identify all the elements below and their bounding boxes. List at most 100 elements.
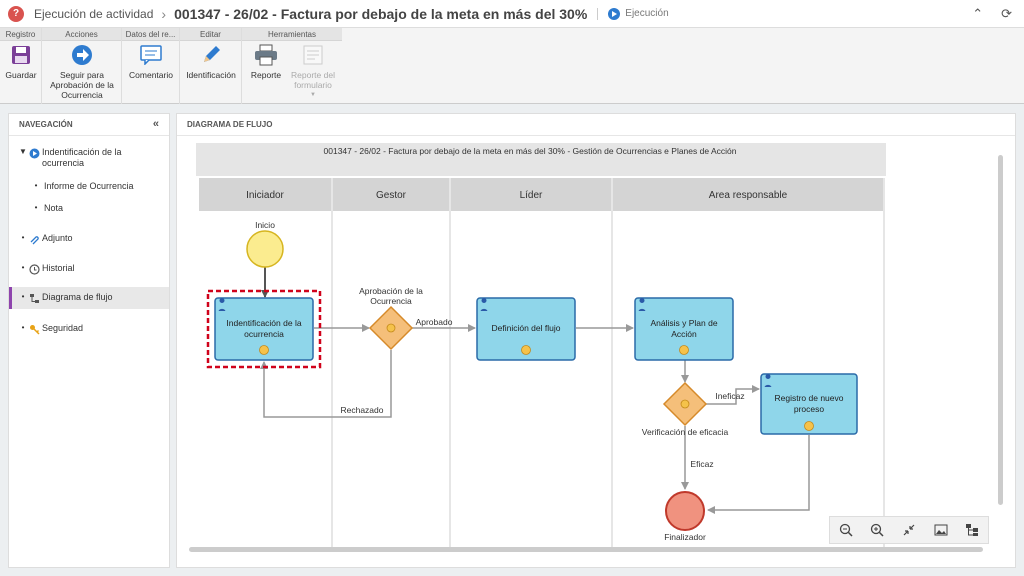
selection-outline <box>206 289 322 369</box>
flow-label-eficaz: Eficaz <box>690 459 713 469</box>
comment-button[interactable]: Comentario <box>126 44 176 80</box>
bullet: • <box>21 323 25 332</box>
zoom-out-icon[interactable] <box>837 521 855 539</box>
pool-header <box>196 143 886 176</box>
nav-label: Diagrama de flujo <box>42 292 113 302</box>
task-label-line2: proceso <box>794 404 825 414</box>
lane-label: Líder <box>520 190 543 201</box>
collapse-left-icon[interactable]: « <box>152 118 159 130</box>
task-registro[interactable]: Registro de nuevo proceso <box>760 373 858 435</box>
group-editar: Editar Identificación <box>180 28 242 104</box>
divider <box>597 7 599 20</box>
flow-label-aprobado: Aprobado <box>416 317 453 327</box>
nav-label: Seguridad <box>42 323 84 333</box>
user-icon <box>218 298 226 311</box>
lane-label: Area responsable <box>709 190 788 201</box>
save-button[interactable]: Guardar <box>3 44 39 80</box>
nav-label-line2: ocurrencia <box>42 158 85 168</box>
paperclip-icon <box>28 233 40 245</box>
nav-item-informe[interactable]: • Informe de Ocurrencia <box>31 181 191 191</box>
nav-label: Indentificación de la ocurrencia <box>42 147 152 169</box>
task-label-line1: Indentificación de la <box>226 318 301 328</box>
task-label: Definición del flujo <box>492 323 561 333</box>
history-icon <box>28 263 40 275</box>
bullet: • <box>34 203 38 212</box>
task-label-line1: Registro de nuevo <box>775 393 844 403</box>
arrow-right-circle-icon <box>70 44 94 66</box>
pencil-icon <box>199 44 223 66</box>
report-label: Reporte <box>250 70 282 80</box>
nav-item-adjunto[interactable]: • Adjunto <box>18 233 178 245</box>
fit-to-screen-icon[interactable] <box>900 521 918 539</box>
nav-item-nota[interactable]: • Nota <box>31 203 191 213</box>
hierarchy-icon[interactable] <box>963 521 981 539</box>
end-label: Finalizador <box>664 532 706 542</box>
key-icon <box>28 323 40 335</box>
start-label: Inicio <box>255 220 275 230</box>
save-label: Guardar <box>5 70 37 80</box>
main-title: DIAGRAMA DE FLUJO <box>187 120 273 129</box>
group-datos: Datos del re... Comentario <box>122 28 180 104</box>
follow-label-line2: Aprobación de la <box>50 80 114 90</box>
follow-to-approval-button[interactable]: Seguir para Aprobación de la Ocurrencia <box>46 44 118 100</box>
nav-label: Adjunto <box>42 233 73 243</box>
lane-header-lider <box>451 178 611 211</box>
identification-label: Identificación <box>186 70 236 80</box>
form-badge-icon <box>679 345 689 355</box>
form-report-label-line1: Reporte del <box>291 70 335 80</box>
nav-item-diagrama[interactable]: • Diagrama de flujo <box>9 287 169 309</box>
gateway-label-line1: Aprobación de la <box>359 286 423 296</box>
nav-label: Historial <box>42 263 75 273</box>
flow-diagram[interactable]: 001347 - 26/02 - Factura por debajo de l… <box>196 143 886 548</box>
gateway-label-line2: Ocurrencia <box>370 296 412 306</box>
diagram-toolbar <box>829 516 989 544</box>
form-badge-icon <box>259 345 269 355</box>
navigation-panel: NAVEGACIÓN « ▼ Indentificación de la ocu… <box>8 113 170 568</box>
horizontal-scrollbar[interactable] <box>189 547 983 552</box>
group-title: Registro <box>0 28 41 41</box>
save-icon <box>9 44 33 66</box>
chevron-right-icon: › <box>161 5 167 22</box>
user-icon <box>480 298 488 311</box>
user-icon <box>764 374 772 387</box>
nav-item-identificacion[interactable]: ▼ Indentificación de la ocurrencia <box>18 147 178 169</box>
task-label-line2: Acción <box>671 329 697 339</box>
task-identificacion[interactable]: Indentificación de la ocurrencia <box>214 297 314 361</box>
nav-label: Informe de Ocurrencia <box>44 181 134 191</box>
vertical-scrollbar[interactable] <box>998 155 1003 505</box>
collapse-up-icon[interactable]: ⌃ <box>972 6 984 21</box>
gateway-verificacion[interactable] <box>662 381 708 427</box>
main-header: DIAGRAMA DE FLUJO <box>177 114 1015 136</box>
lane-header-gestor <box>333 178 449 211</box>
form-badge-icon <box>386 323 396 333</box>
task-definicion[interactable]: Definición del flujo <box>476 297 576 361</box>
bullet: • <box>21 292 25 301</box>
nav-label-line1: Indentificación de la <box>42 147 122 157</box>
user-icon <box>638 298 646 311</box>
follow-label-line3: Ocurrencia <box>61 90 103 100</box>
image-export-icon[interactable] <box>932 521 950 539</box>
app-name: Ejecución de actividad <box>34 6 154 21</box>
lane-header-iniciador <box>199 178 331 211</box>
form-report-button[interactable]: Reporte del formulario ▼ <box>288 44 338 100</box>
identification-button[interactable]: Identificación <box>183 44 239 80</box>
group-title: Editar <box>180 28 241 41</box>
report-button[interactable]: Reporte <box>244 44 288 80</box>
nav-item-seguridad[interactable]: • Seguridad <box>18 323 178 335</box>
zoom-in-icon[interactable] <box>868 521 886 539</box>
end-event[interactable] <box>665 491 705 531</box>
pool-title: 001347 - 26/02 - Factura por debajo de l… <box>324 146 737 156</box>
lane-label: Iniciador <box>246 190 284 201</box>
form-badge-icon <box>521 345 531 355</box>
refresh-icon[interactable]: ⟳ <box>1001 6 1012 21</box>
caret-down-icon: ▼ <box>19 147 27 156</box>
gateway-aprobacion[interactable] <box>368 305 414 351</box>
nav-item-historial[interactable]: • Historial <box>18 263 178 275</box>
bullet: • <box>21 233 25 242</box>
nav-label: Nota <box>44 203 64 213</box>
task-analisis[interactable]: Análisis y Plan de Acción <box>634 297 734 361</box>
lane-label: Gestor <box>376 190 407 201</box>
start-event[interactable] <box>246 230 284 268</box>
comment-label: Comentario <box>129 70 173 80</box>
page-title: 001347 - 26/02 - Factura por debajo de l… <box>174 5 588 22</box>
